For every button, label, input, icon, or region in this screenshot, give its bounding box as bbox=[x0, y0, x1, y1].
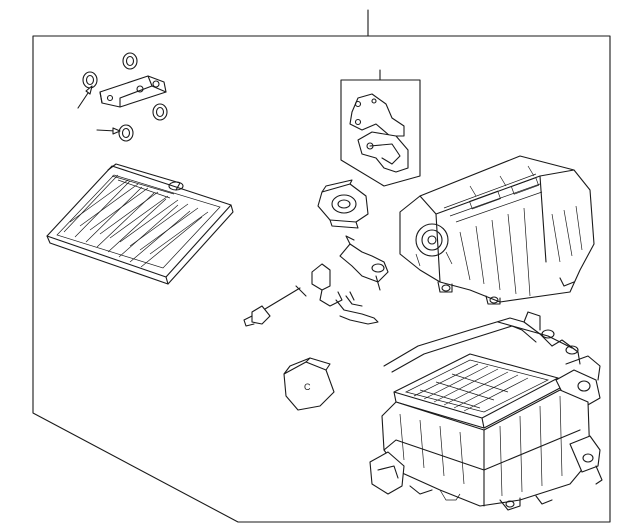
upper-case-housing bbox=[399, 155, 595, 305]
blower-ring-icon bbox=[415, 223, 449, 257]
lower-case-assembly bbox=[369, 311, 603, 511]
heater-core bbox=[46, 163, 234, 285]
motor-marking: C bbox=[304, 382, 311, 392]
pipe-seal-bracket-callout bbox=[340, 69, 421, 187]
parts-panel bbox=[32, 35, 611, 523]
blend-motor: C bbox=[283, 357, 335, 411]
clamp-wire bbox=[335, 291, 379, 325]
actuator-lever bbox=[339, 235, 389, 291]
o-ring-icon bbox=[118, 124, 134, 142]
o-ring-icon bbox=[152, 103, 168, 121]
o-ring-icon bbox=[122, 52, 138, 70]
drain-hose-seals bbox=[77, 52, 168, 142]
temperature-sensor bbox=[243, 263, 343, 327]
mode-door-actuator bbox=[317, 179, 369, 229]
o-ring-icon bbox=[82, 71, 98, 89]
